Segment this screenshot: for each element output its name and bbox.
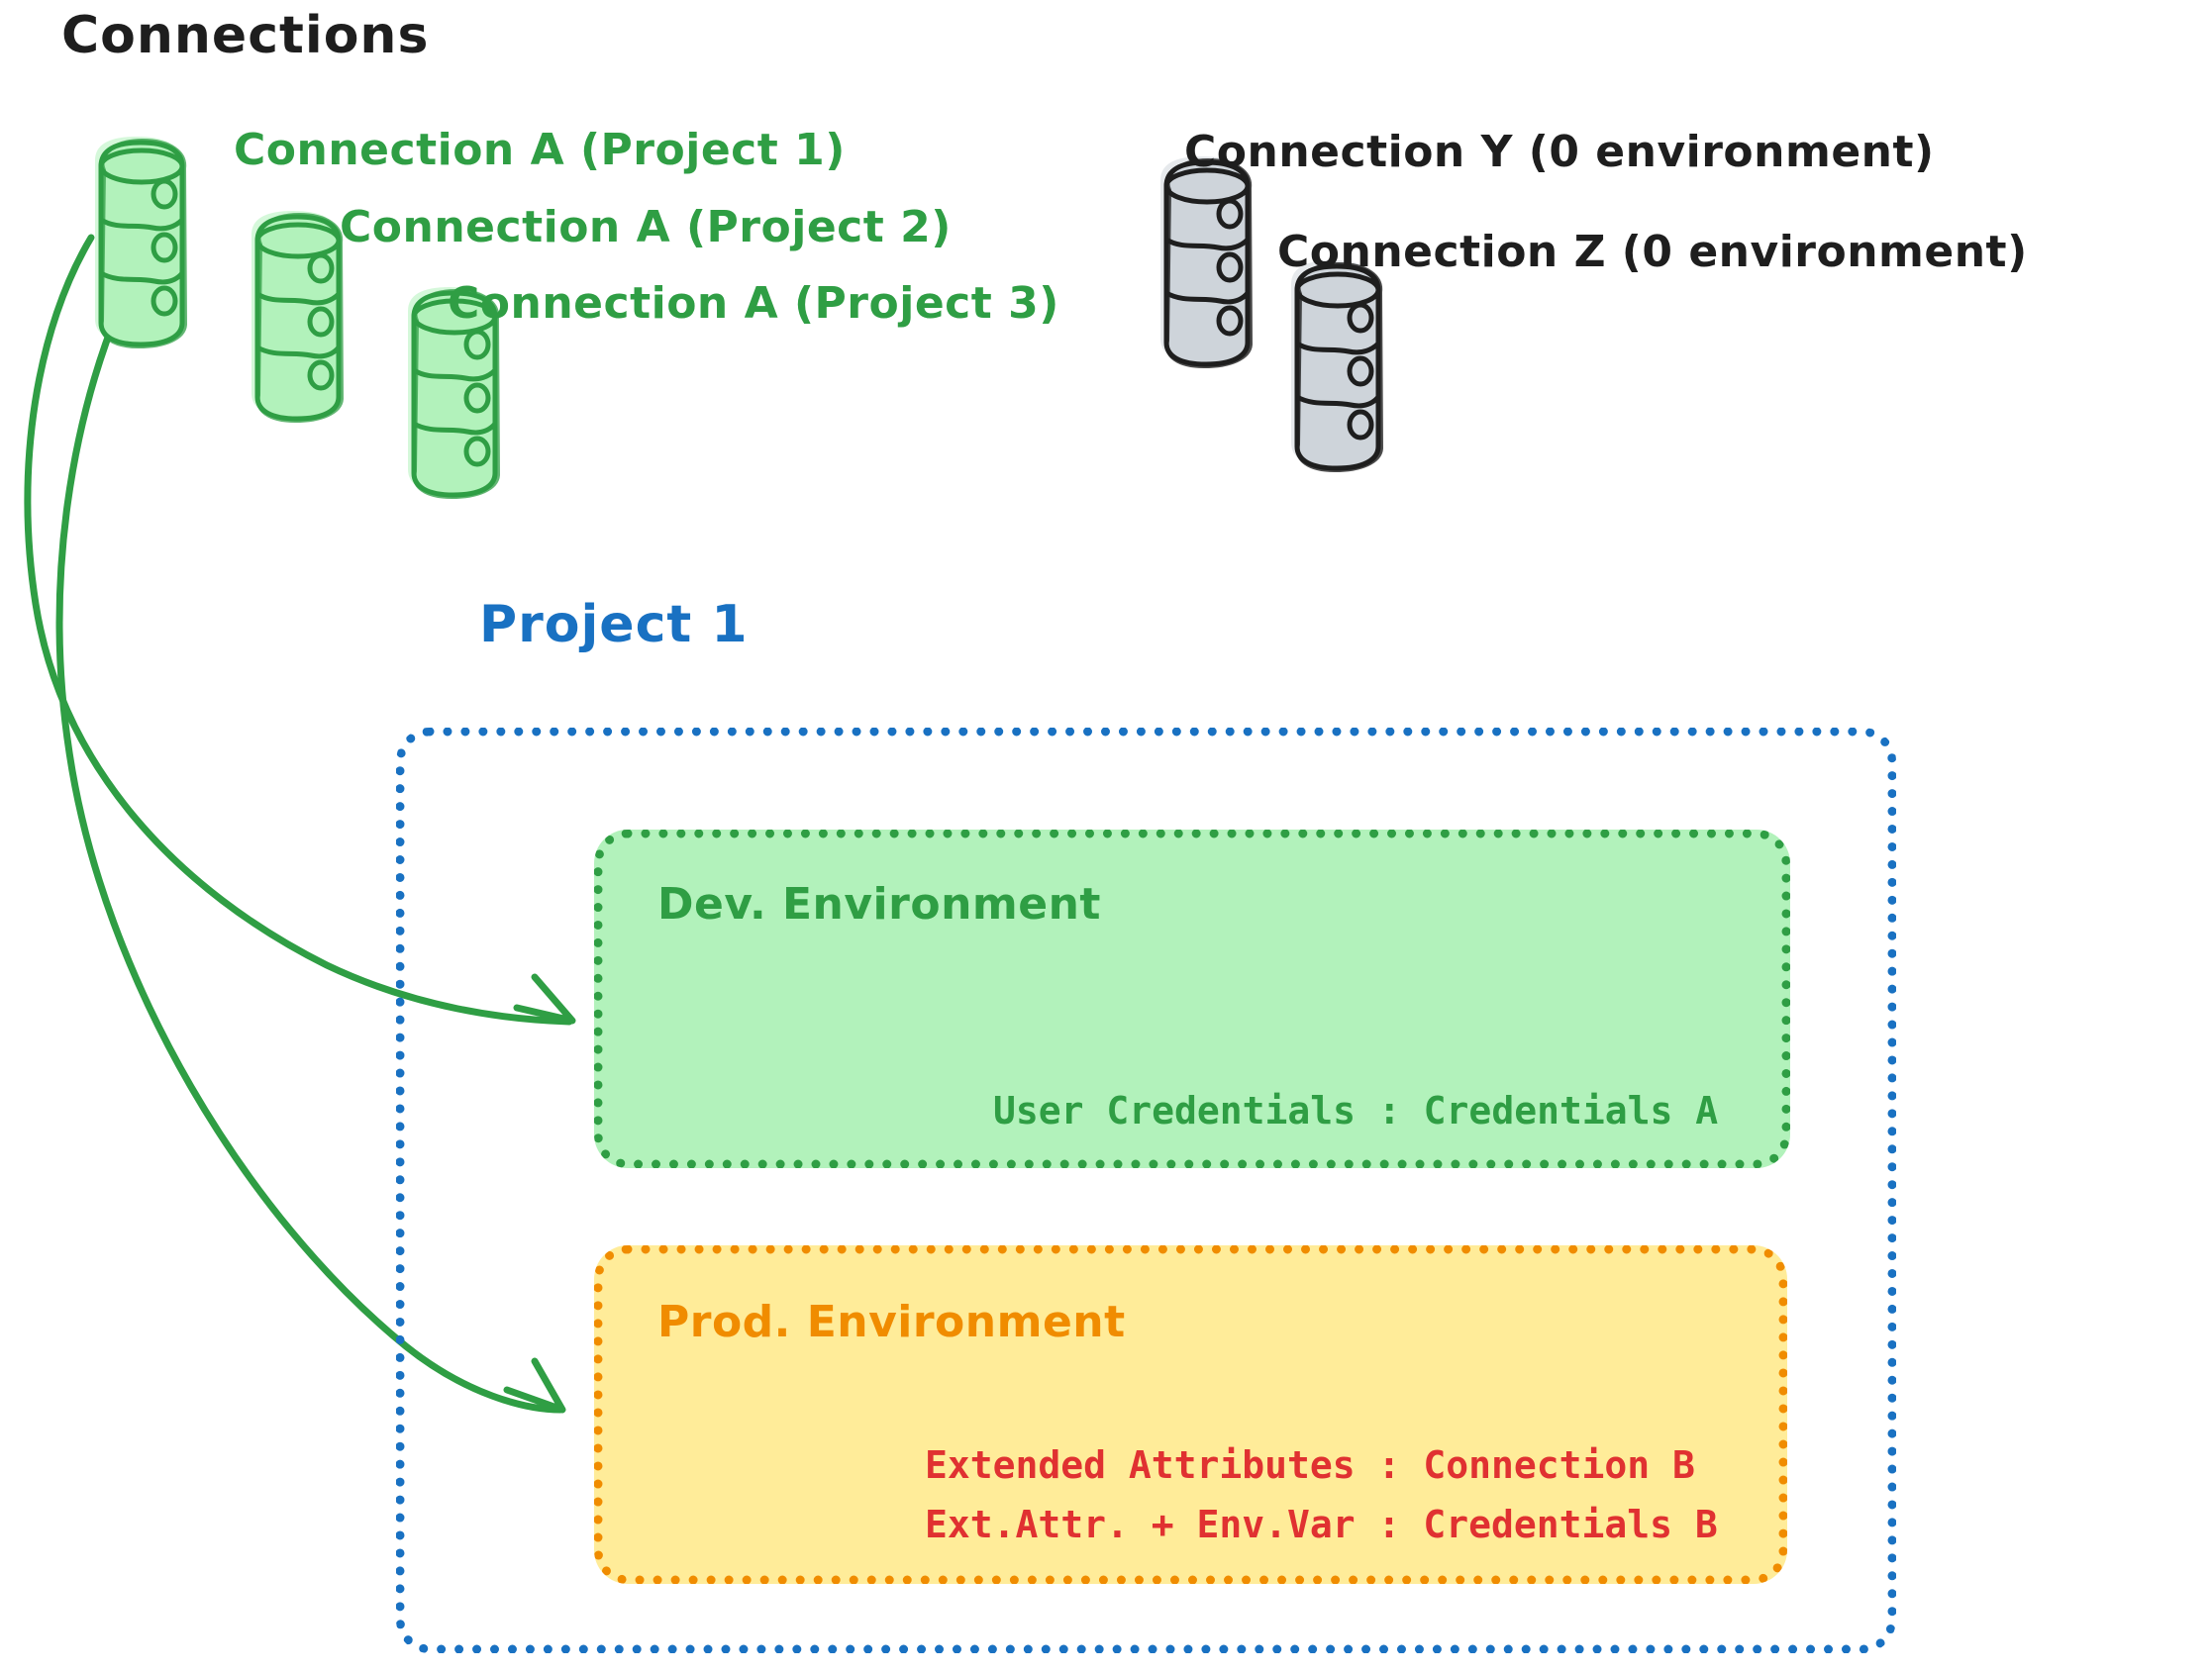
arrow-conn-to-dev-head <box>513 973 576 1025</box>
project-boundary <box>396 728 1896 1653</box>
prod-environment-title: Prod. Environment <box>657 1297 1126 1347</box>
prod-environment-env-var-line: Ext.Attr. + Env.Var : Credentials B <box>925 1503 1718 1546</box>
database-cylinder-icon-conn-a-project-2[interactable] <box>251 211 342 421</box>
database-cylinder-icon-conn-z[interactable] <box>1291 260 1381 470</box>
connection-label-conn-a-project-1: Connection A (Project 1) <box>234 125 846 175</box>
project-title: Project 1 <box>479 595 749 654</box>
database-cylinder-icon-conn-a-project-1[interactable] <box>95 137 185 346</box>
dev-environment-credentials-line: User Credentials : Credentials A <box>993 1089 1719 1132</box>
page-title: Connections <box>61 6 430 65</box>
arrow-conn-to-dev-path <box>24 234 573 1026</box>
dev-environment-title: Dev. Environment <box>657 879 1101 930</box>
arrow-conn-to-prod-head <box>503 1357 566 1414</box>
prod-environment-box[interactable] <box>594 1245 1787 1584</box>
dev-environment-box[interactable] <box>594 830 1790 1168</box>
arrow-conn-to-prod-path <box>55 305 564 1414</box>
prod-environment-extended-attributes-line: Extended Attributes : Connection B <box>925 1443 1695 1487</box>
database-cylinder-icon-conn-y[interactable] <box>1160 156 1251 366</box>
connection-label-conn-z: Connection Z (0 environment) <box>1277 227 2028 277</box>
connection-label-conn-a-project-3: Connection A (Project 3) <box>448 278 1059 329</box>
connection-label-conn-y: Connection Y (0 environment) <box>1184 127 1935 177</box>
connection-label-conn-a-project-2: Connection A (Project 2) <box>340 202 952 252</box>
